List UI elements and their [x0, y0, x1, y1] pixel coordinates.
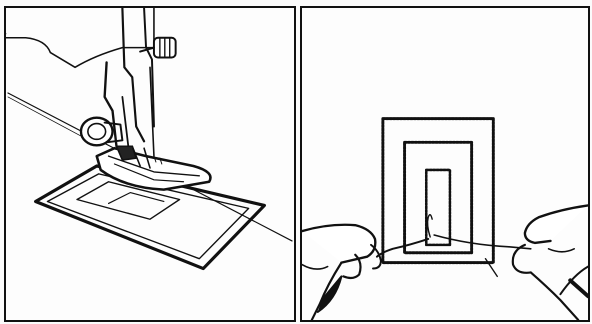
panel-right-pulling-thread [300, 6, 590, 322]
machine-body [6, 8, 154, 67]
hands-thread-drawing [302, 8, 588, 320]
sewing-foot-drawing [6, 8, 294, 320]
stitched-frame [383, 119, 493, 263]
panel-left-sewing-foot [4, 6, 296, 322]
thumb-screw-icon [81, 118, 122, 146]
left-hand-icon [302, 225, 381, 320]
right-hand-icon [513, 205, 588, 319]
